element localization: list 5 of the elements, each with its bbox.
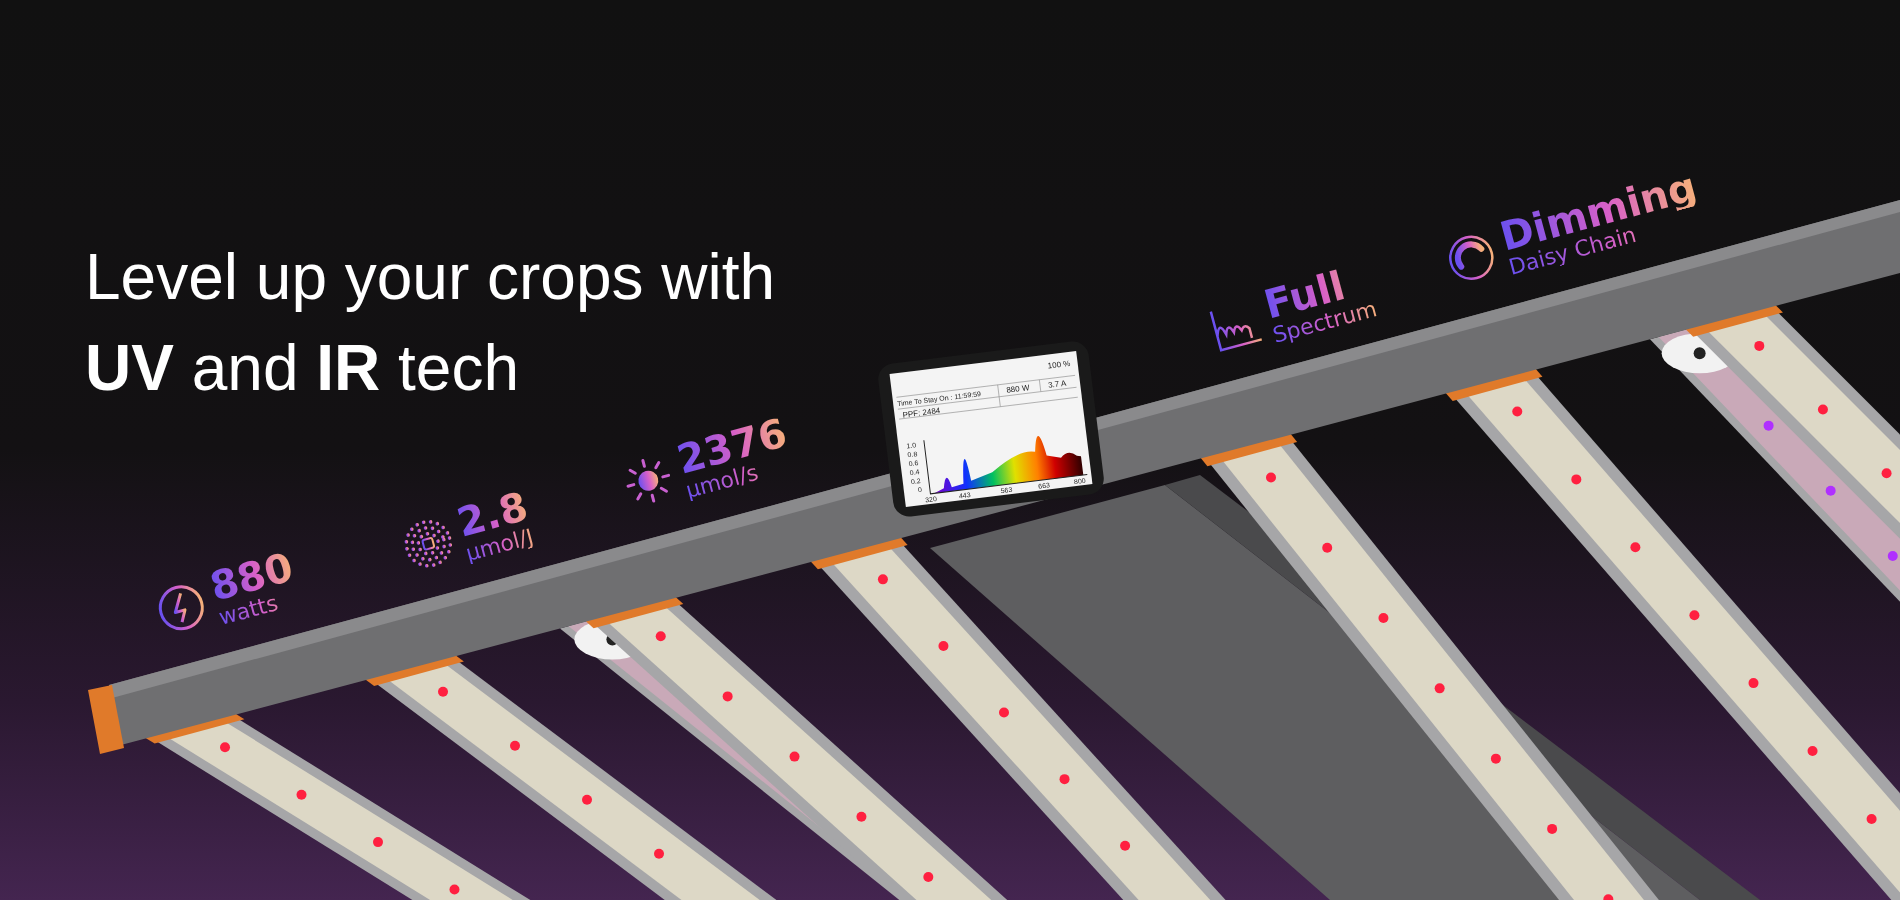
screen-readout: 3.7 A — [1047, 379, 1067, 390]
screen-readout: 880 W — [1006, 384, 1030, 395]
headline: Level up your crops with UV and IR tech — [85, 240, 777, 406]
screen-readout: PPF: 2484 — [902, 407, 941, 420]
screen-readout: 100 % — [1047, 359, 1071, 371]
